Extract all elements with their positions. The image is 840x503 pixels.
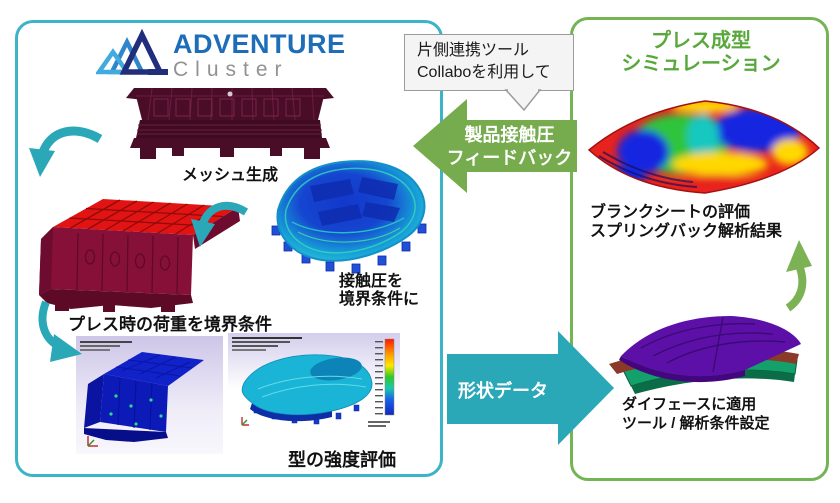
caption-contact-pressure: 接触圧を 境界条件に	[339, 273, 419, 309]
feedback-arrow-label-line2: フィードバック	[446, 148, 573, 168]
press-mold-image	[39, 199, 240, 312]
caption-contact-pressure-line2: 境界条件に	[339, 291, 420, 308]
caption-die-face-line1: ダイフェースに適用	[622, 396, 757, 413]
strength-screenshot-left-image	[80, 341, 204, 447]
caption-mesh-generation: メッシュ生成	[181, 167, 278, 184]
die-face-layers-image	[609, 316, 801, 394]
contact-pressure-model-image	[271, 160, 427, 274]
mesh-model-image	[126, 87, 334, 159]
caption-die-face-line2: ツール / 解析条件設定	[622, 415, 770, 432]
caption-die-face: ダイフェースに適用 ツール / 解析条件設定	[622, 395, 770, 433]
caption-blank-sheet: ブランクシートの評価 スプリングバック解析結果	[590, 203, 782, 241]
strength-screenshot-right	[228, 333, 400, 431]
caption-press-load: プレス時の荷重を境界条件	[68, 315, 272, 334]
strength-screenshot-right-image	[232, 337, 395, 427]
shape-data-arrow-label: 形状データ	[458, 381, 548, 401]
feedback-arrow-label-line1: 製品接触圧	[464, 125, 555, 145]
press-forming-title: プレス成型 シミュレーション	[586, 30, 816, 76]
logo-subtitle: Cluster	[173, 58, 289, 81]
caption-contact-pressure-line1: 接触圧を	[339, 273, 404, 290]
strength-screenshot-left	[76, 336, 223, 454]
feedback-arrow-label: 製品接触圧 フィードバック	[437, 124, 582, 170]
collabo-callout-line2: Collaboを利用して	[417, 64, 551, 81]
press-forming-title-line2: シミュレーション	[621, 53, 781, 75]
adventure-logo: ADVENTURE Cluster	[173, 30, 346, 82]
caption-blank-sheet-line1: ブランクシートの評価	[590, 204, 751, 221]
caption-strength-evaluation: 型の強度評価	[288, 450, 396, 470]
collabo-callout: 片側連携ツール Collaboを利用して	[404, 34, 574, 91]
logo-title: ADVENTURE	[173, 29, 346, 59]
collabo-callout-line1: 片側連携ツール	[417, 42, 530, 59]
adventure-mountains-icon	[96, 29, 168, 75]
blank-sheet-contour-image	[587, 100, 821, 194]
press-forming-title-line1: プレス成型	[651, 30, 751, 52]
caption-blank-sheet-line2: スプリングバック解析結果	[590, 223, 783, 240]
